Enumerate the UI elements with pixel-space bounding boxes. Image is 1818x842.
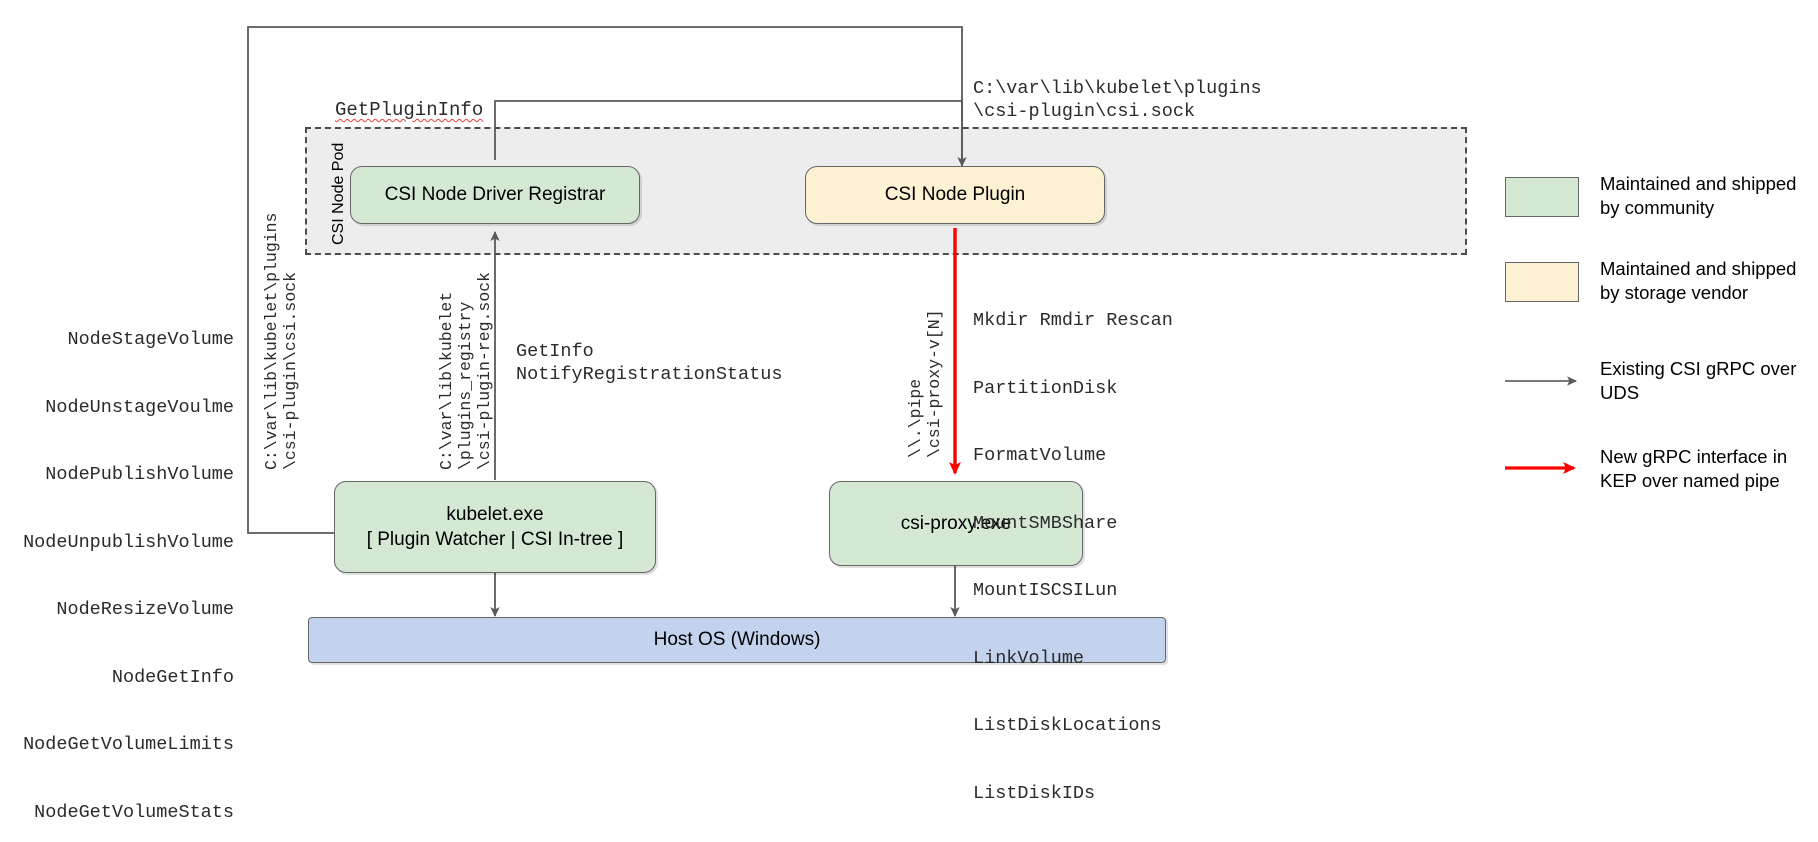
list-item: MountISCSILun	[973, 580, 1118, 601]
vlabel-named-pipe-line1: \\.\pipe	[906, 378, 925, 458]
list-item: NodePublishVolume	[45, 464, 234, 485]
list-item: NodeStageVolume	[67, 329, 234, 350]
list-item: NodeUnpublishVolume	[23, 531, 234, 553]
list-item: NodeGetInfo	[111, 666, 234, 688]
list-csi-proxy-api-calls: Mkdir Rmdir Rescan PartitionDisk FormatV…	[973, 265, 1173, 842]
box-csi-proxy-exe-label: csi-proxy.exe	[900, 512, 1012, 534]
box-csi-node-plugin-label: CSI Node Plugin	[884, 184, 1026, 206]
box-kubelet-exe-line2: [ Plugin Watcher | CSI In-tree ]	[366, 529, 624, 550]
box-csi-node-driver-registrar[interactable]: CSI Node Driver Registrar	[350, 166, 640, 224]
box-csi-proxy-exe[interactable]: csi-proxy.exe	[829, 481, 1083, 566]
legend-label-existing-grpc: Existing CSI gRPC over UDS	[1600, 358, 1797, 403]
legend-swatch-vendor	[1505, 262, 1579, 302]
vlabel-reg-sock-line1: C:\var\lib\kubelet	[437, 291, 456, 470]
list-item: Mkdir Rmdir Rescan	[973, 310, 1173, 331]
label-registration-calls: GetInfo NotifyRegistrationStatus	[516, 341, 783, 385]
legend-swatch-community	[1505, 177, 1579, 217]
vlabel-csi-sock-line1: C:\var\lib\kubelet\plugins	[262, 212, 281, 470]
list-item: MountSMBShare	[973, 512, 1118, 534]
list-item: ListDiskIDs	[973, 782, 1096, 804]
label-get-plugin-info: GetPluginInfo	[335, 99, 484, 121]
vlabel-csi-sock-line2: \csi-plugin\csi.sock	[281, 271, 300, 470]
list-item: NodeUnstageVoulme	[45, 396, 234, 418]
vlabel-reg-sock-line3: \csi-plugin-reg.sock	[475, 271, 494, 470]
list-item: NodeGetVolumeLimits	[23, 734, 234, 755]
list-item: PartitionDisk	[973, 377, 1118, 399]
legend-label-new-grpc: New gRPC interface in KEP over named pip…	[1600, 446, 1788, 491]
legend-label-vendor: Maintained and shipped by storage vendor	[1600, 258, 1797, 303]
label-csi-plugin-sock-path: C:\var\lib\kubelet\plugins \csi-plugin\c…	[973, 78, 1262, 122]
csi-node-pod-label: CSI Node Pod	[330, 142, 347, 245]
box-host-os[interactable]: Host OS (Windows)	[308, 617, 1166, 663]
vlabel-reg-sock-line2: \plugins_registry	[456, 301, 475, 470]
box-host-os-label: Host OS (Windows)	[653, 629, 821, 651]
list-csi-node-service-calls: NodeStageVolume NodeUnstageVoulme NodePu…	[0, 284, 234, 842]
legend-label-community: Maintained and shipped by community	[1600, 173, 1797, 218]
list-item: NodeGetVolumeStats	[34, 801, 234, 823]
box-kubelet-exe[interactable]: kubelet.exe [ Plugin Watcher | CSI In-tr…	[334, 481, 656, 573]
box-csi-node-driver-registrar-label: CSI Node Driver Registrar	[384, 184, 606, 206]
list-item: FormatVolume	[973, 445, 1107, 466]
box-kubelet-exe-line1: kubelet.exe	[446, 503, 544, 525]
list-item: NodeResizeVolume	[56, 599, 234, 620]
box-csi-node-plugin[interactable]: CSI Node Plugin	[805, 166, 1105, 224]
list-item: ListDiskLocations	[973, 715, 1162, 736]
list-item: LinkVolume	[973, 647, 1085, 669]
vlabel-named-pipe-line2: \csi-proxy-v[N]	[925, 309, 944, 458]
